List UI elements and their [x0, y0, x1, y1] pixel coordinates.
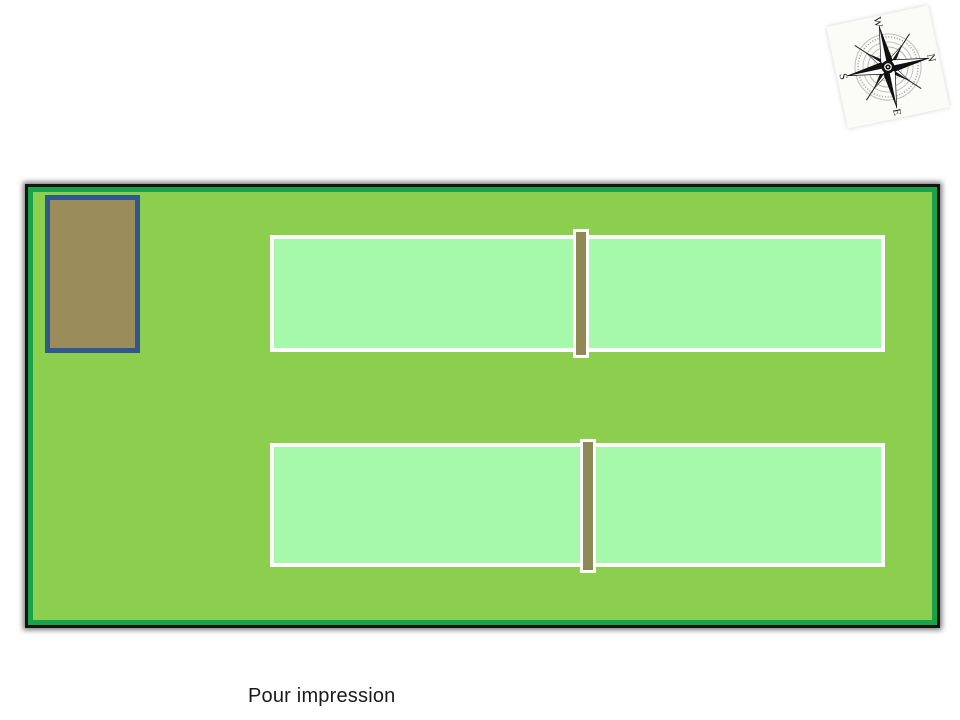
field-outline [25, 184, 940, 628]
compass-label-west: W [871, 16, 885, 29]
court-bottom [270, 443, 885, 567]
compass-rose-svg: N E S W [836, 16, 937, 117]
caption-text: Pour impression [248, 685, 396, 707]
court-top-net-divider [573, 229, 589, 358]
compass-label-east: E [890, 108, 903, 117]
shed-plot [45, 195, 140, 353]
compass-rose-icon: N E S W [826, 5, 950, 129]
court-bottom-net-divider [580, 439, 596, 573]
compass-label-north: N [924, 53, 937, 63]
compass-label-south: S [836, 72, 849, 80]
